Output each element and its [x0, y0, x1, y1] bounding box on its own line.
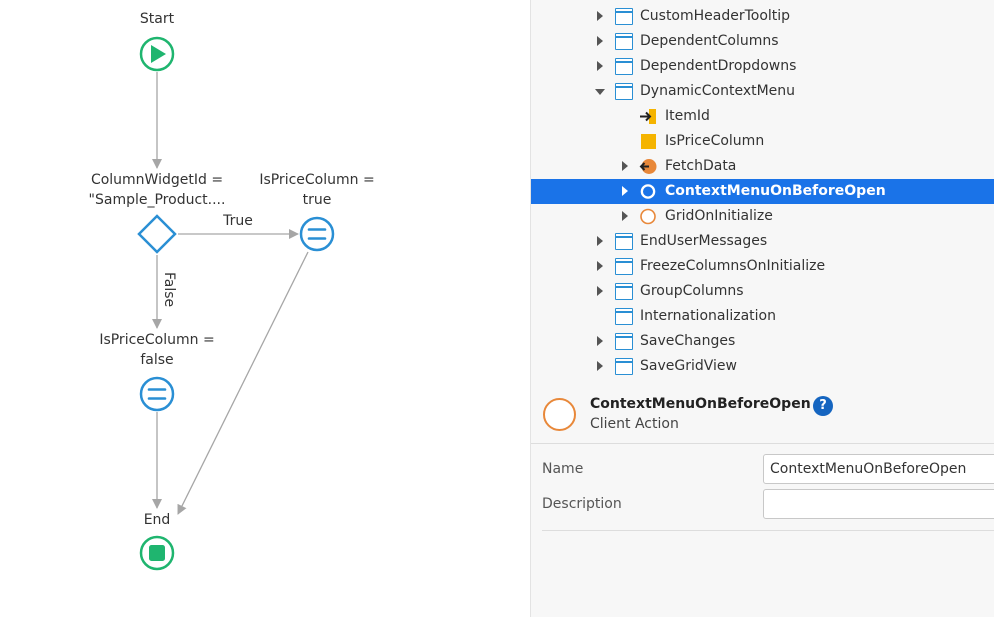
elements-panel: CustomHeaderTooltip DependentColumns Dep…: [530, 0, 994, 617]
screen-icon: [615, 58, 633, 75]
tree-item-label: FetchData: [665, 158, 737, 174]
expand-arrow-icon[interactable]: [597, 261, 603, 271]
assign-true-node[interactable]: [299, 216, 335, 252]
flow-canvas[interactable]: False Start ColumnWidgetId = "Sample_Pro…: [0, 0, 530, 617]
tree-item-customheadertooltip[interactable]: CustomHeaderTooltip: [531, 4, 994, 29]
tree-item-label: SaveChanges: [640, 333, 736, 349]
start-label: Start: [139, 11, 175, 27]
tree-item-label: DynamicContextMenu: [640, 83, 796, 99]
tree-item-freezecolumnsoninitialize[interactable]: FreezeColumnsOnInitialize: [531, 254, 994, 279]
name-input[interactable]: [763, 454, 994, 484]
tree-item-contextmenuonbeforeopen[interactable]: ContextMenuOnBeforeOpen: [531, 179, 994, 204]
assign-false-label: IsPriceColumn = false: [82, 330, 232, 370]
expand-arrow-icon[interactable]: [597, 36, 603, 46]
assign-true-label-line2: true: [302, 192, 332, 208]
expand-arrow-icon[interactable]: [622, 211, 628, 221]
tree-item-label: ContextMenuOnBeforeOpen: [665, 183, 886, 199]
screen-icon: [615, 358, 633, 375]
tree-item-savechanges[interactable]: SaveChanges: [531, 329, 994, 354]
screen-icon: [615, 233, 633, 250]
end-node[interactable]: [139, 535, 175, 571]
divider: [531, 443, 994, 444]
tree-item-dependentcolumns[interactable]: DependentColumns: [531, 29, 994, 54]
properties-title: ContextMenuOnBeforeOpen: [590, 396, 811, 412]
tree-item-label: DependentDropdowns: [640, 58, 797, 74]
assign-true-label: IsPriceColumn = true: [242, 170, 392, 210]
expand-arrow-icon[interactable]: [597, 61, 603, 71]
client-action-icon: [640, 184, 656, 199]
tree-item-dependentdropdowns[interactable]: DependentDropdowns: [531, 54, 994, 79]
local-variable-icon: [641, 134, 656, 149]
tree-item-internationalization[interactable]: Internationalization: [531, 304, 994, 329]
tree-item-ispricecolumn[interactable]: IsPriceColumn: [531, 129, 994, 154]
tree-item-savegridview[interactable]: SaveGridView: [531, 354, 994, 379]
tree-item-label: EndUserMessages: [640, 233, 768, 249]
play-icon: [151, 45, 166, 63]
help-icon[interactable]: ?: [813, 396, 833, 416]
if-node[interactable]: [137, 214, 177, 254]
connector-true-to-end[interactable]: [177, 251, 309, 515]
stop-icon: [149, 545, 165, 561]
start-node[interactable]: [139, 36, 175, 72]
properties-subtitle: Client Action: [590, 416, 679, 432]
expand-arrow-icon[interactable]: [597, 286, 603, 296]
assign-false-label-line2: false: [140, 352, 174, 368]
expand-arrow-icon[interactable]: [622, 186, 628, 196]
client-action-icon: [640, 208, 656, 225]
screen-icon: [615, 33, 633, 50]
branch-false-label: False: [161, 272, 177, 307]
screen-icon: [615, 283, 633, 300]
tree-item-endusermessages[interactable]: EndUserMessages: [531, 229, 994, 254]
collapse-arrow-icon[interactable]: [595, 89, 605, 95]
tree-item-label: GridOnInitialize: [665, 208, 773, 224]
tree-item-gridoninitialize[interactable]: GridOnInitialize: [531, 204, 994, 229]
assign-false-label-line1: IsPriceColumn =: [99, 332, 215, 348]
name-label: Name: [542, 461, 584, 477]
condition-label: ColumnWidgetId = "Sample_Product....: [72, 170, 242, 210]
expand-arrow-icon[interactable]: [597, 236, 603, 246]
screen-icon: [615, 83, 633, 100]
tree-item-label: ItemId: [665, 108, 710, 124]
branch-true-label: True: [223, 213, 253, 229]
description-label: Description: [542, 496, 622, 512]
client-action-icon: [543, 398, 576, 431]
tree-item-label: DependentColumns: [640, 33, 779, 49]
tree-item-dynamiccontextmenu[interactable]: DynamicContextMenu: [531, 79, 994, 104]
equals-icon: [307, 228, 327, 240]
tree-item-fetchdata[interactable]: FetchData: [531, 154, 994, 179]
tree-item-groupcolumns[interactable]: GroupColumns: [531, 279, 994, 304]
condition-label-line1: ColumnWidgetId =: [90, 172, 224, 188]
tree-item-label: IsPriceColumn: [665, 133, 765, 149]
tree-item-label: FreezeColumnsOnInitialize: [640, 258, 826, 274]
tree-item-itemid[interactable]: ItemId: [531, 104, 994, 129]
condition-label-line2: "Sample_Product....: [88, 192, 226, 208]
description-input[interactable]: [763, 489, 994, 519]
tree-item-label: SaveGridView: [640, 358, 737, 374]
end-label: End: [143, 512, 171, 528]
divider: [542, 530, 994, 531]
flow-connectors: False: [137, 36, 335, 571]
screen-icon: [615, 308, 633, 325]
expand-arrow-icon[interactable]: [597, 11, 603, 21]
screen-icon: [615, 333, 633, 350]
assign-false-node[interactable]: [139, 376, 175, 412]
tree-item-label: Internationalization: [640, 308, 776, 324]
expand-arrow-icon[interactable]: [622, 161, 628, 171]
tree-item-label: CustomHeaderTooltip: [640, 8, 791, 24]
screen-icon: [615, 8, 633, 25]
expand-arrow-icon[interactable]: [597, 361, 603, 371]
assign-true-label-line1: IsPriceColumn =: [259, 172, 375, 188]
equals-icon: [147, 388, 167, 400]
screen-icon: [615, 258, 633, 275]
expand-arrow-icon[interactable]: [597, 336, 603, 346]
tree-item-label: GroupColumns: [640, 283, 744, 299]
input-parameter-icon: [640, 109, 656, 124]
data-action-icon: [639, 159, 657, 174]
